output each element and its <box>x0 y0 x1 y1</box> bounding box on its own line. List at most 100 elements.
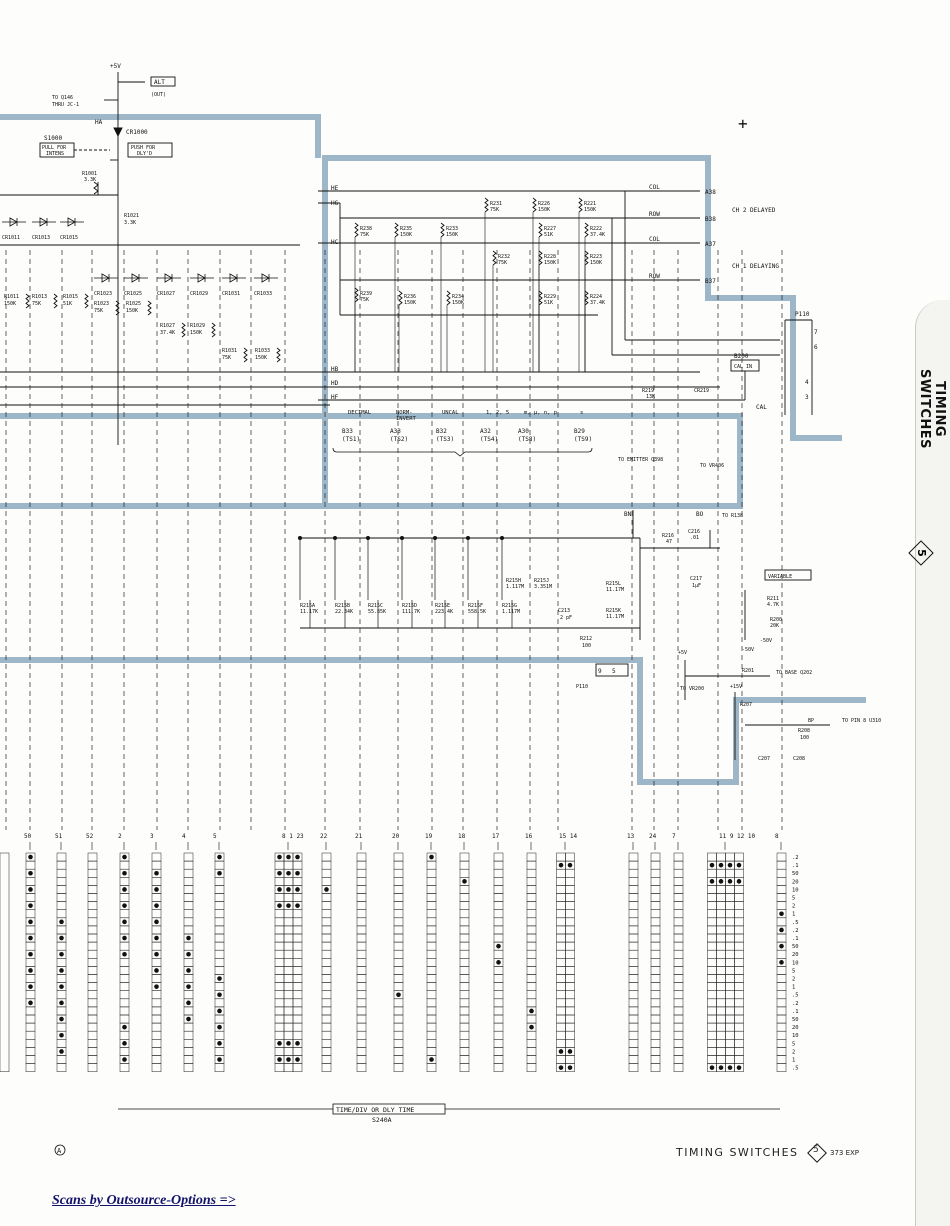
chart-cell <box>707 966 717 975</box>
chart-cell <box>356 909 367 919</box>
chart-cell <box>292 941 303 951</box>
chart-cell <box>56 885 67 894</box>
chart-cell <box>565 1022 575 1032</box>
chart-cell <box>725 1014 735 1024</box>
chart-cell <box>628 877 639 886</box>
cal-in-label: CAL IN <box>734 364 752 370</box>
chart-cell <box>725 852 735 862</box>
chart-cell <box>725 933 735 943</box>
bp-label: BP <box>808 718 814 724</box>
chart-cell <box>493 852 504 862</box>
chart-cell <box>87 1030 98 1040</box>
r1021-label: R1021 <box>124 213 139 219</box>
chart-cell <box>650 1006 661 1016</box>
closed-contact-dot <box>28 968 33 973</box>
closed-contact-dot <box>286 1041 291 1046</box>
p110-pin: 7 <box>814 329 818 336</box>
chart-cell <box>650 990 661 1000</box>
chart-cell <box>87 893 98 902</box>
chart-cell <box>556 1022 566 1032</box>
timing-labels: TO EMITTER Q398 TO VR406 BN BO TO R138 R… <box>558 457 792 690</box>
ladder-resistor-label: R232 <box>498 254 510 260</box>
closed-contact-dot <box>217 854 222 860</box>
chart-cell <box>274 1030 285 1040</box>
chart-column-label: 5 <box>213 833 217 840</box>
chart-cell <box>565 868 575 878</box>
chart-cell <box>459 1055 470 1064</box>
chart-cell <box>426 885 437 894</box>
chart-cell <box>119 1063 130 1072</box>
chart-cell <box>56 1055 67 1064</box>
chart-cell <box>565 933 575 943</box>
closed-contact-dot <box>59 919 64 925</box>
chart-cell <box>673 1006 684 1016</box>
chart-cell <box>526 852 537 862</box>
closed-contact-dot <box>28 854 33 860</box>
closed-contact-dot <box>709 1065 715 1070</box>
chart-cell <box>119 998 130 1008</box>
col-label-2: COL <box>649 236 660 243</box>
closed-contact-dot <box>154 951 159 957</box>
chart-row-label: 50 <box>792 944 799 950</box>
chart-cell <box>426 949 437 959</box>
chart-cell <box>459 998 470 1008</box>
closed-contact-dot <box>217 1041 222 1046</box>
chart-cell <box>565 909 575 919</box>
chart-cell <box>526 1055 537 1064</box>
resistor-label: R1029 <box>190 323 205 329</box>
chart-cell <box>707 925 717 935</box>
ladder-resistor-value: 150K <box>446 232 458 238</box>
chart-cell <box>526 958 537 967</box>
chart-cell <box>725 974 735 983</box>
chart-cell <box>393 1030 404 1040</box>
mode-label: 1, 2, 5 <box>486 410 509 416</box>
chart-cell <box>556 982 566 991</box>
chart-cell <box>707 909 717 919</box>
chart-cell <box>556 990 566 1000</box>
chart-cell <box>734 1063 744 1072</box>
cal-section <box>700 359 760 401</box>
ladder-resistor-value: 51K <box>544 300 553 306</box>
chart-cell <box>526 893 537 902</box>
chart-cell <box>493 1055 504 1064</box>
chart-cell <box>393 1022 404 1032</box>
chart-cell <box>356 1014 367 1024</box>
timing-resistor-label: R215H <box>506 578 521 584</box>
ladder-resistor-label: R238 <box>360 226 372 232</box>
chart-cell <box>565 917 575 927</box>
chart-cell <box>628 1047 639 1056</box>
chart-cell <box>725 885 735 894</box>
chart-cell <box>526 933 537 943</box>
ladder-resistor-label: R221 <box>584 201 596 207</box>
chart-cell <box>183 877 194 886</box>
chart-cell <box>56 958 67 967</box>
chart-cell <box>707 852 717 862</box>
chart-cell <box>56 941 67 951</box>
ladder-resistor-label: R228 <box>544 254 556 260</box>
chart-cell <box>56 909 67 919</box>
closed-contact-dot <box>286 1057 291 1062</box>
resistor-value: 51K <box>63 301 72 307</box>
chart-cell <box>87 852 98 862</box>
chart-cell <box>119 1047 130 1056</box>
scan-credit-link[interactable]: Scans by Outsource-Options => <box>52 1193 236 1208</box>
closed-contact-dot <box>217 1057 222 1062</box>
chart-cell <box>56 893 67 902</box>
chart-cell <box>25 909 36 919</box>
alt-label: ALT <box>154 79 165 86</box>
chart-cell <box>283 958 294 967</box>
chart-cell <box>274 982 285 991</box>
chart-column-label: 11 9 12 10 <box>719 833 756 840</box>
chart-cell <box>393 1006 404 1016</box>
chart-cell <box>716 1014 726 1024</box>
plus-mark: + <box>738 114 748 133</box>
chart-cell <box>25 1055 36 1064</box>
closed-contact-dot <box>122 903 127 908</box>
chart-column-label: 50 <box>24 833 32 840</box>
chart-row-label: 1 <box>792 912 795 918</box>
chart-cell <box>459 1006 470 1016</box>
chart-cell <box>56 1022 67 1032</box>
chart-cell <box>274 909 285 919</box>
chart-cell <box>556 974 566 983</box>
